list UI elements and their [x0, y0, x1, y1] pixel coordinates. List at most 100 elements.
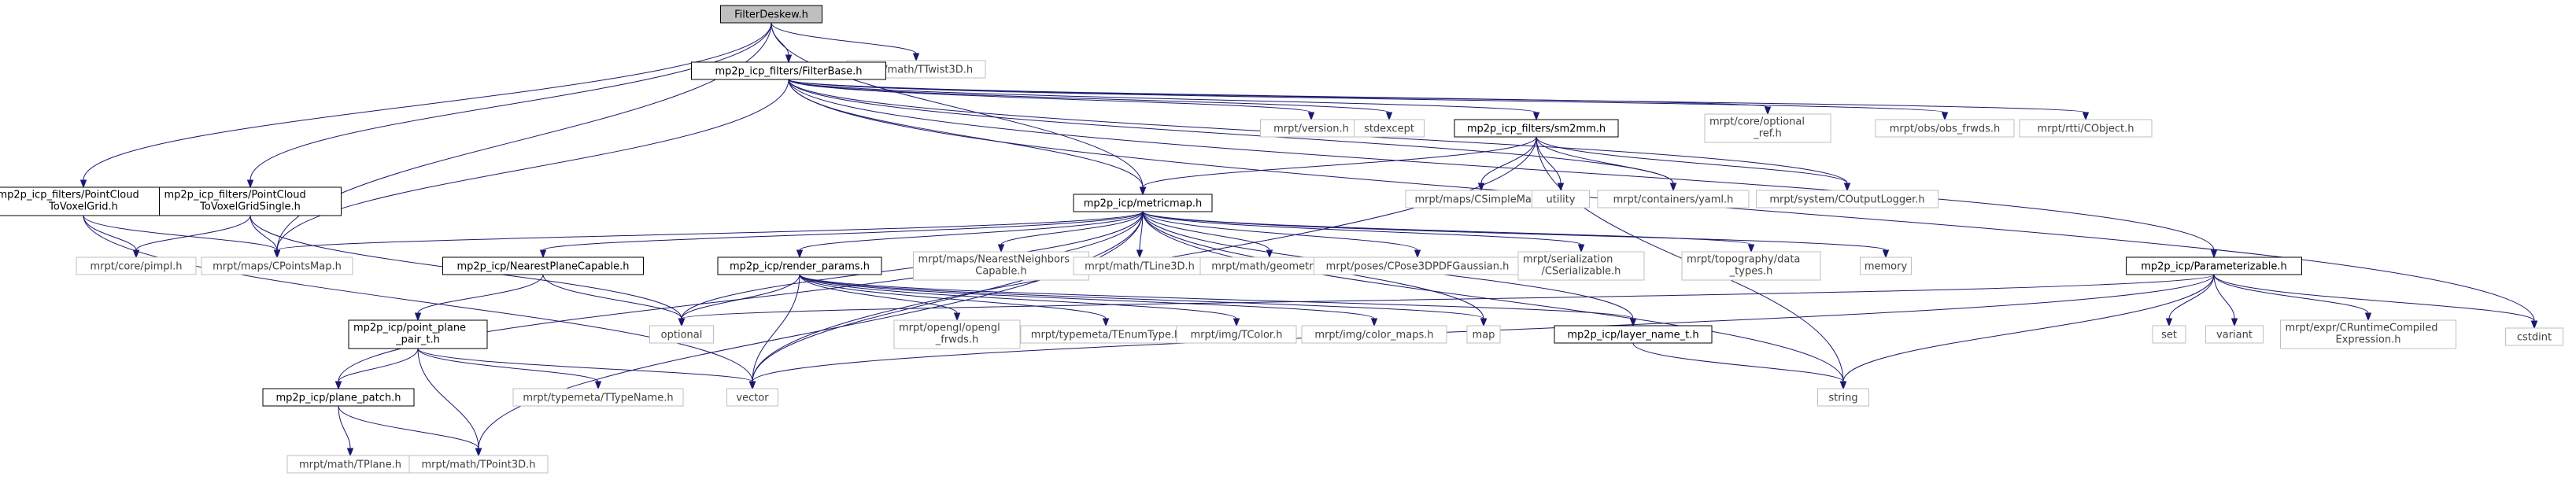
- edge-parameterizable-to-cruntime: [2213, 274, 2369, 314]
- graph-node-metricmap[interactable]: mp2p_icp/metricmap.h: [1073, 194, 1213, 212]
- edge-layername-to-string: [1632, 342, 1844, 382]
- edge-metricmap-to-cpointsmap: [276, 211, 1144, 251]
- graph-node-tline: mrpt/math/TLine3D.h: [1073, 256, 1207, 275]
- graph-node-utility: utility: [1532, 190, 1590, 208]
- edge-parameterizable-to-set: [2168, 274, 2215, 319]
- graph-node-parameterizable[interactable]: mp2p_icp/Parameterizable.h: [2126, 256, 2302, 275]
- graph-node-map: map: [1466, 325, 1501, 344]
- edge-sm2mm-to-csimplemap: [1480, 136, 1537, 184]
- edge-arrowhead: [785, 54, 793, 64]
- edge-arrowhead: [912, 53, 920, 62]
- node-box: [1681, 251, 1821, 281]
- node-box: [691, 61, 886, 80]
- edge-parameterizable-to-optional: [681, 274, 2215, 319]
- edge-metricmap-to-memory: [1142, 211, 1887, 251]
- edge-metricmap-to-string: [1142, 211, 1844, 382]
- graph-node-ttypename: mrpt/typemeta/TTypeName.h: [512, 388, 684, 407]
- node-box: [1597, 190, 1750, 208]
- node-box: [76, 256, 197, 275]
- graph-node-sm2mm[interactable]: mp2p_icp_filters/sm2mm.h: [1454, 119, 1619, 138]
- edge-sm2mm-to-metricmap: [1142, 136, 1537, 188]
- node-label-line: mrpt/math/TTwist3D.h: [859, 65, 973, 76]
- edge-root-to-metricmap: [771, 22, 1144, 188]
- node-label-line: mp2p_icp/metricmap.h: [1084, 198, 1202, 210]
- node-label-line: mrpt/core/optional: [1709, 116, 1805, 128]
- node-label-line: mrpt/img/TColor.h: [1191, 330, 1283, 341]
- graph-node-layername[interactable]: mp2p_icp/layer_name_t.h: [1554, 325, 1713, 344]
- edge-arrowhead: [594, 381, 602, 390]
- node-box: [2019, 119, 2153, 138]
- graph-node-geometry: mrpt/math/geometry.h: [1199, 256, 1340, 275]
- graph-node-set: set: [2152, 325, 2186, 344]
- node-label-line: vector: [736, 393, 769, 404]
- node-label-line: _ref.h: [1753, 128, 1782, 140]
- edge-arrowhead: [678, 318, 686, 327]
- graph-node-renderparams[interactable]: mp2p_icp/render_params.h: [717, 256, 882, 275]
- node-label-line: mp2p_icp/render_params.h: [730, 261, 870, 273]
- edge-pcvgs-to-pimpl: [135, 215, 251, 251]
- node-box: [408, 455, 549, 474]
- node-label-line: FilterDeskew.h: [734, 9, 808, 21]
- node-label-line: mrpt/typemeta/TEnumType.h: [1031, 330, 1181, 341]
- edge-arrowhead: [1139, 186, 1147, 196]
- node-label-line: mrpt/maps/NearestNeighbors: [918, 254, 1070, 266]
- edge-renderparams-to-colormaps: [799, 274, 1375, 319]
- node-box: [201, 256, 353, 275]
- graph-node-ppp[interactable]: mp2p_icp/point_plane_pair_t.h: [348, 319, 488, 349]
- node-label-line: mp2p_icp_filters/FilterBase.h: [715, 66, 862, 78]
- edge-arrowhead: [2210, 249, 2218, 259]
- edge-parameterizable-to-cstdint: [2213, 274, 2535, 322]
- edge-ppp-to-tpoint: [417, 348, 479, 449]
- graph-node-cserial: mrpt/serialization/CSerializable.h: [1517, 251, 1645, 281]
- graph-node-variant: variant: [2205, 325, 2264, 344]
- graph-node-cstdint: cstdint: [2505, 327, 2563, 346]
- graph-node-cobject: mrpt/rtti/CObject.h: [2019, 119, 2153, 138]
- node-label-line: _pair_t.h: [395, 334, 440, 346]
- edge-pcvg-to-cpointsmap: [83, 215, 278, 251]
- node-label-line: cstdint: [2517, 332, 2552, 344]
- edge-metricmap-to-nnc: [1000, 211, 1144, 245]
- graph-node-planepatch[interactable]: mp2p_icp/plane_patch.h: [262, 388, 415, 407]
- edge-arrowhead: [346, 448, 354, 457]
- edge-arrowhead: [1764, 106, 1772, 116]
- node-box: [1073, 194, 1213, 212]
- node-box: [512, 388, 684, 407]
- edge-arrowhead: [1480, 318, 1488, 327]
- edge-arrowhead: [1233, 318, 1240, 327]
- graph-node-nearestplane[interactable]: mp2p_icp/NearestPlaneCapable.h: [442, 256, 644, 275]
- edge-arrowhead: [1414, 249, 1421, 259]
- graph-node-vector: vector: [726, 388, 778, 407]
- node-label-line: mrpt/math/TPlane.h: [299, 459, 401, 471]
- edge-sm2mm-to-yaml: [1536, 136, 1674, 184]
- node-layer: FilterDeskew.hmrpt/math/TTwist3D.hmp2p_i…: [0, 5, 2563, 474]
- edge-arrowhead: [273, 249, 281, 259]
- graph-node-pcvgs[interactable]: mp2p_icp_filters/PointCloudToVoxelGridSi…: [159, 186, 342, 216]
- edge-pcvgs-to-cpointsmap: [249, 215, 278, 251]
- graph-node-optional_ref: mrpt/core/optional_ref.h: [1704, 113, 1831, 143]
- graph-node-topo: mrpt/topography/data_types.h: [1681, 251, 1821, 281]
- graph-node-colormaps: mrpt/img/color_maps.h: [1301, 325, 1447, 344]
- node-label-line: mrpt/obs/obs_frwds.h: [1890, 124, 2001, 135]
- node-box: [1875, 119, 2015, 138]
- edge-nearestplane-to-ppp: [417, 274, 544, 314]
- graph-node-tpoint: mrpt/math/TPoint3D.h: [408, 455, 549, 474]
- node-box: [1301, 325, 1447, 344]
- edge-renderparams-to-layername: [799, 274, 1634, 319]
- node-box: [2126, 256, 2302, 275]
- node-label-line: mrpt/serialization: [1523, 254, 1613, 266]
- edge-filterbase-to-sm2mm: [788, 79, 1537, 113]
- edge-arrowhead: [796, 249, 804, 259]
- node-label-line: mrpt/maps/CPointsMap.h: [213, 261, 342, 273]
- edge-renderparams-to-tenum: [799, 274, 1107, 319]
- graph-node-filterbase[interactable]: mp2p_icp_filters/FilterBase.h: [691, 61, 886, 80]
- node-label-line: Expression.h: [2336, 334, 2401, 346]
- graph-node-stdexcept: stdexcept: [1354, 119, 1425, 138]
- edge-root-to-pcvgs: [249, 22, 772, 181]
- edge-arrowhead: [1669, 183, 1677, 192]
- node-label-line: mp2p_icp/Parameterizable.h: [2141, 261, 2287, 273]
- edge-parameterizable-to-variant: [2213, 274, 2235, 319]
- node-label-line: _frwds.h: [935, 334, 978, 346]
